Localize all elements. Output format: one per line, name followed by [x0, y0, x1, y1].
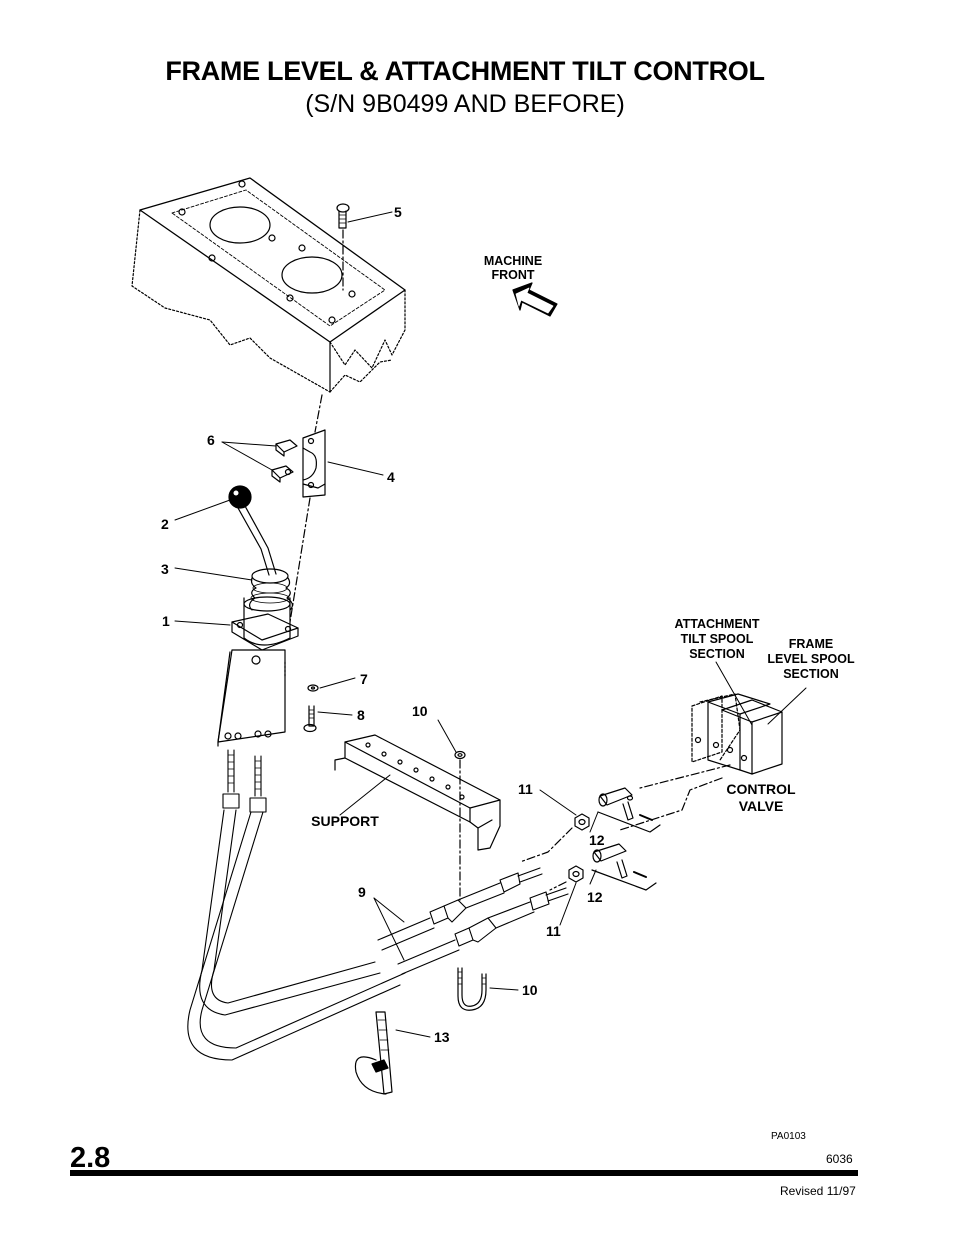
label-frame-level-1: FRAME [789, 637, 833, 651]
callout-9: 9 [358, 884, 366, 900]
footer-rule [70, 1170, 858, 1176]
clevis-12-upper [597, 787, 661, 833]
nuts-11 [568, 813, 590, 883]
revision-date: Revised 11/97 [780, 1184, 856, 1198]
u-bolt-10 [457, 967, 487, 1011]
clips-6 [271, 439, 298, 483]
callout-12-bottom: 12 [587, 889, 603, 905]
callout-8: 8 [357, 707, 365, 723]
label-frame-level-3: SECTION [783, 667, 839, 681]
page-subtitle: (S/N 9B0499 AND BEFORE) [305, 90, 625, 118]
callout-7: 7 [360, 671, 368, 687]
washer-7-bolt-8 [303, 684, 319, 733]
label-machine-front-2: FRONT [491, 268, 534, 282]
leader-lines [174, 211, 807, 1038]
support-bracket [334, 734, 501, 851]
callout-11-bottom: 11 [546, 923, 561, 939]
label-frame-level-2: LEVEL SPOOL [767, 652, 855, 666]
label-control-valve-2: VALVE [739, 798, 784, 814]
callout-12-top: 12 [589, 832, 605, 848]
document-number: 6036 [826, 1152, 853, 1166]
page-number: 2.8 [70, 1142, 111, 1174]
callout-5: 5 [394, 204, 402, 220]
label-attachment-tilt-1: ATTACHMENT [675, 617, 760, 631]
diagram-labels: MACHINE FRONT ATTACHMENT TILT SPOOL SECT… [311, 254, 855, 829]
control-cables-9 [187, 749, 569, 1061]
machine-front-arrow [512, 282, 558, 317]
callout-4: 4 [387, 469, 395, 485]
control-valve [691, 693, 783, 775]
label-attachment-tilt-2: TILT SPOOL [681, 632, 754, 646]
nut-10-top [454, 750, 466, 760]
bracket-4 [302, 429, 326, 498]
page-title: FRAME LEVEL & ATTACHMENT TILT CONTROL [165, 56, 765, 86]
callout-10-top: 10 [412, 703, 428, 719]
cable-tie-13 [354, 1011, 393, 1095]
bolt-5 [336, 203, 350, 291]
joystick-assembly [217, 485, 299, 747]
label-attachment-tilt-3: SECTION [689, 647, 745, 661]
callout-1: 1 [162, 613, 170, 629]
callout-2: 2 [161, 516, 169, 532]
clevis-12-lower [591, 843, 657, 891]
callout-13: 13 [434, 1029, 450, 1045]
console-housing [131, 177, 406, 393]
callout-6: 6 [207, 432, 215, 448]
label-control-valve-1: CONTROL [726, 781, 796, 797]
drawing-code: PA0103 [771, 1131, 806, 1142]
callout-11-top: 11 [518, 781, 533, 797]
callout-3: 3 [161, 561, 169, 577]
label-support: SUPPORT [311, 813, 379, 829]
callout-numbers: 5 6 4 2 3 1 7 8 10 11 12 9 12 11 10 13 [161, 204, 605, 1045]
callout-10-bottom: 10 [522, 982, 538, 998]
label-machine-front-1: MACHINE [484, 254, 542, 268]
